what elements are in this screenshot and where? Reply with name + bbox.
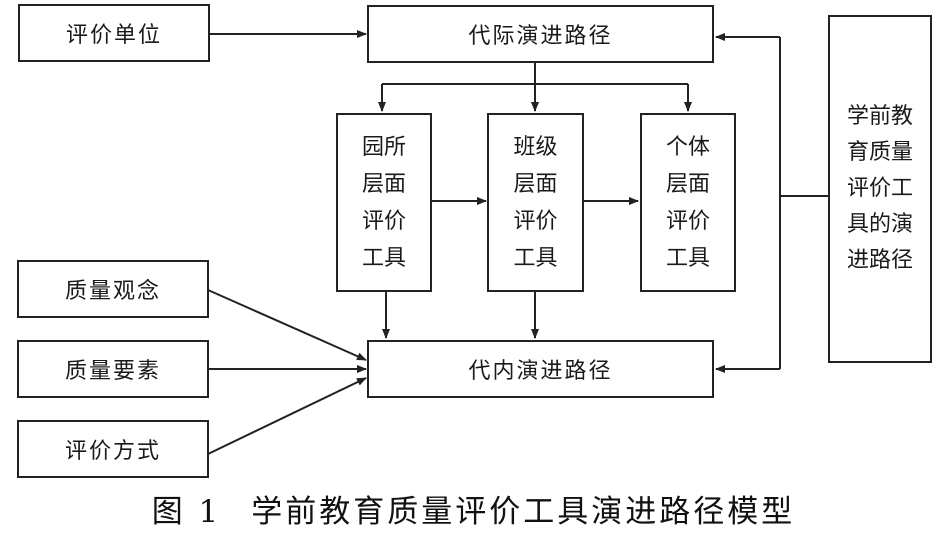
individual-tool-line-3: 评价 [665,208,710,234]
side-label-line-2: 育质量 [846,140,913,165]
intergenerational-path-label: 代际演进路径 [468,24,613,49]
quality-elements-box: 质量要素 [17,340,209,398]
kindergarten-tool-line-4: 工具 [361,245,406,271]
side-label-line-4: 具的演 [846,212,913,237]
quality-concept-label: 质量观念 [64,279,161,304]
side-label-line-1: 学前教 [846,104,913,129]
kindergarten-tool-box: 园所 层面 评价 工具 [336,113,432,292]
class-tool-line-2: 层面 [513,171,558,197]
intergenerational-path-box: 代际演进路径 [367,5,714,63]
side-label-line-3: 评价工 [846,176,913,201]
side-label-line-5: 进路径 [846,248,913,273]
figure-caption: 图 1 学前教育质量评价工具演进路径模型 [0,486,947,531]
eval-method-box: 评价方式 [17,420,209,478]
individual-tool-line-4: 工具 [665,245,710,271]
individual-tool-line-1: 个体 [665,134,710,160]
kindergarten-tool-line-3: 评价 [361,208,406,234]
evolution-path-side-box: 学前教 育质量 评价工 具的演 进路径 [828,15,932,363]
individual-tool-box: 个体 层面 评价 工具 [640,113,736,292]
class-tool-box: 班级 层面 评价 工具 [487,113,584,292]
intragenerational-path-label: 代内演进路径 [468,359,613,384]
figure-title: 学前教育质量评价工具演进路径模型 [251,494,796,530]
individual-tool-line-2: 层面 [665,171,710,197]
quality-concept-box: 质量观念 [17,260,209,318]
figure-number: 图 1 [151,494,222,530]
kindergarten-tool-line-1: 园所 [361,134,406,160]
intragenerational-path-box: 代内演进路径 [367,340,714,398]
eval-method-label: 评价方式 [64,439,161,464]
quality-elements-label: 质量要素 [64,359,161,384]
eval-unit-box: 评价单位 [18,4,210,62]
class-tool-line-1: 班级 [513,134,558,160]
eval-unit-label: 评价单位 [65,23,162,48]
class-tool-line-3: 评价 [513,208,558,234]
kindergarten-tool-line-2: 层面 [361,171,406,197]
class-tool-line-4: 工具 [513,245,558,271]
